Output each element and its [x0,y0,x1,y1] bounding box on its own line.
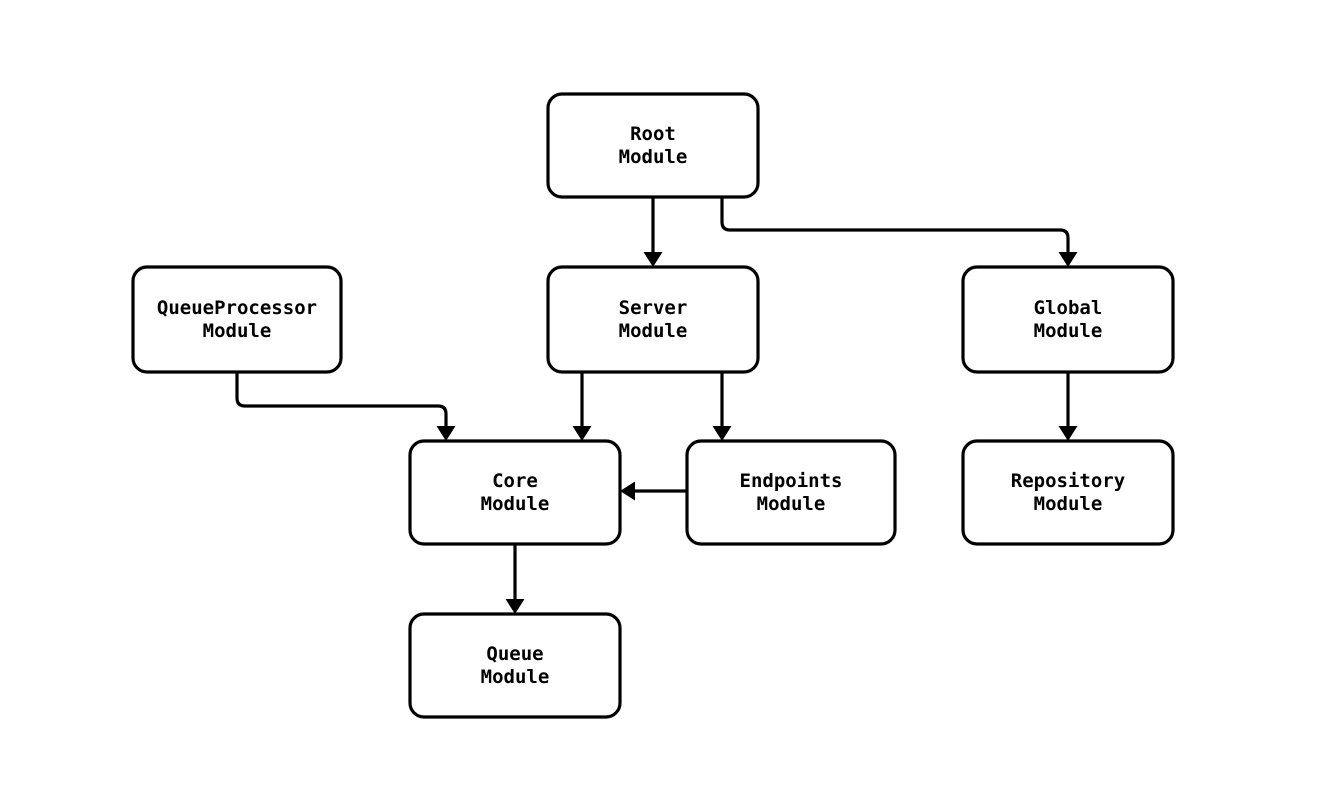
node-label-line1: Repository [1011,470,1125,492]
arrow-head-icon [1058,252,1078,267]
node-label-line2: Module [1034,320,1103,342]
edge-root-to-global [720,197,1078,267]
node-box[interactable] [546,92,760,199]
edges-layer [235,197,1078,614]
node-label-line1: Queue [486,643,543,665]
edge-server-to-core [572,372,592,441]
arrow-head-icon [620,481,635,501]
edge-global-to-repository [1058,372,1078,441]
arrow-head-icon [505,599,525,614]
node-box[interactable] [408,612,622,719]
edge-queueprocessor-to-core [235,372,456,441]
node-box[interactable] [961,439,1175,546]
node-label-line1: Core [492,470,538,492]
node-label-line1: Root [630,123,676,145]
arrow-head-icon [1058,426,1078,441]
edge-line [720,197,1070,256]
node-label-line1: Global [1034,297,1103,319]
node-box[interactable] [961,265,1175,374]
node-box[interactable] [131,265,343,374]
arrow-head-icon [436,426,456,441]
node-label-line2: Module [757,493,826,515]
node-label-line2: Module [619,146,688,168]
node-label-line2: Module [203,320,272,342]
nodes-layer: RootModuleQueueProcessorModuleServerModu… [131,92,1175,719]
edge-line [235,372,448,430]
edge-server-to-endpoints [712,372,732,441]
edge-endpoints-to-core [620,481,687,501]
node-label-line1: Server [619,297,688,319]
edge-root-to-server [643,197,663,267]
node-label-line2: Module [1034,493,1103,515]
edge-core-to-queue [505,544,525,614]
arrow-head-icon [643,252,663,267]
arrow-head-icon [712,426,732,441]
node-label-line2: Module [481,493,550,515]
arrow-head-icon [572,426,592,441]
node-label-line2: Module [619,320,688,342]
node-label-line1: Endpoints [740,470,843,492]
node-box[interactable] [408,439,622,546]
node-label-line2: Module [481,666,550,688]
node-label-line1: QueueProcessor [157,297,317,319]
node-box[interactable] [685,439,897,546]
node-box[interactable] [546,265,760,374]
